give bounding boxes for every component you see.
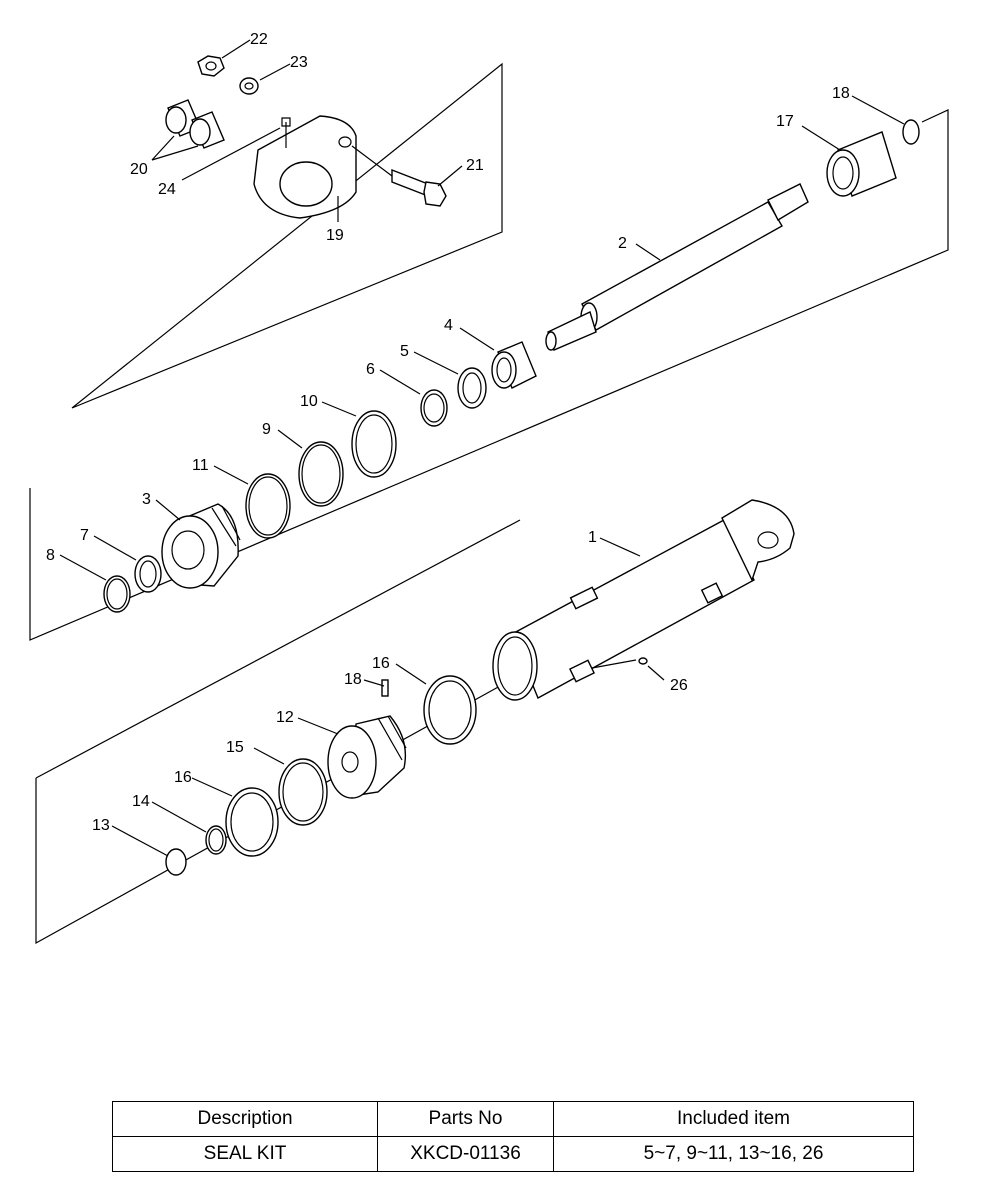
callout-label: 21 [466,157,484,174]
callout-label: 6 [366,361,375,378]
part-10-ring [351,410,397,478]
column-header-included-item: Included item [553,1101,914,1137]
part-5-seal [457,367,487,409]
panel-pin-outline [71,62,503,409]
callout-label: 19 [326,227,344,244]
callout-label: 15 [226,739,244,756]
callout-label: 22 [250,31,268,48]
callout-label: 20 [130,161,148,178]
callout-label: 4 [444,317,453,334]
part-11-ring [245,473,291,539]
part-12-piston [327,715,407,799]
callout-label: 1 [588,529,597,546]
part-7-seal [134,555,162,593]
part-2-piston-rod [545,183,809,351]
part-3-gland [161,503,241,589]
part-17-set-screw [381,679,389,697]
part-16-ring-lower [225,787,279,857]
callout-label: 12 [276,709,294,726]
part-23-nut [197,55,225,77]
part-19-ring [902,119,920,145]
part-16-ring-upper [423,675,477,745]
seal-kit-table: Description Parts No Included item SEAL … [112,1101,914,1172]
callout-label: 18 [832,85,850,102]
cell-description: SEAL KIT [112,1136,378,1172]
callout-label: 11 [192,457,209,474]
leader-lines [59,39,905,857]
callout-label: 16 [372,655,390,672]
part-21-bushings [165,99,225,149]
callout-label: 13 [92,817,110,834]
column-header-parts-no: Parts No [377,1101,554,1137]
part-26-plug [638,657,648,665]
part-8-snap-ring [103,575,131,613]
panel-top-outline [29,109,949,641]
callout-label: 14 [132,793,150,810]
table-row: SEAL KIT XKCD-01136 5~7, 9~11, 13~16, 26 [112,1136,914,1172]
panel-bottom-edge [35,519,521,779]
cell-included-item: 5~7, 9~11, 13~16, 26 [553,1136,914,1172]
part-14-ring [205,825,227,855]
part-15-ring [278,758,328,826]
callout-label: 18 [344,671,362,688]
part-24-washer [239,77,259,95]
part-4-bushing [491,341,537,389]
callout-label: 9 [262,421,271,438]
table-header-row: Description Parts No Included item [112,1101,914,1137]
part-1-cylinder-tube [492,499,795,701]
callout-label: 23 [290,54,308,71]
callout-label: 7 [80,527,89,544]
exploded-parts-diagram: 22 23 20 24 19 21 17 18 2 4 5 6 10 9 11 … [29,31,949,945]
part-20-pin-bracket [253,115,357,219]
part-9-ring [298,441,344,507]
column-header-description: Description [112,1101,378,1137]
callout-label: 5 [400,343,409,360]
part-18-bushing [826,131,897,197]
callout-label: 24 [158,181,176,198]
callout-labels: 22 23 20 24 19 21 17 18 2 4 5 6 10 9 11 … [46,31,850,834]
callout-label: 8 [46,547,55,564]
callout-label: 3 [142,491,151,508]
callout-label: 2 [618,235,627,252]
callout-label: 10 [300,393,318,410]
part-13-ring [165,848,187,876]
callout-label: 26 [670,677,688,694]
callout-label: 16 [174,769,192,786]
part-22-bolt [391,168,447,207]
cell-parts-no: XKCD-01136 [377,1136,554,1172]
callout-label: 17 [776,113,794,130]
part-6-ring [420,389,448,427]
part-26-leader-line [591,659,637,669]
